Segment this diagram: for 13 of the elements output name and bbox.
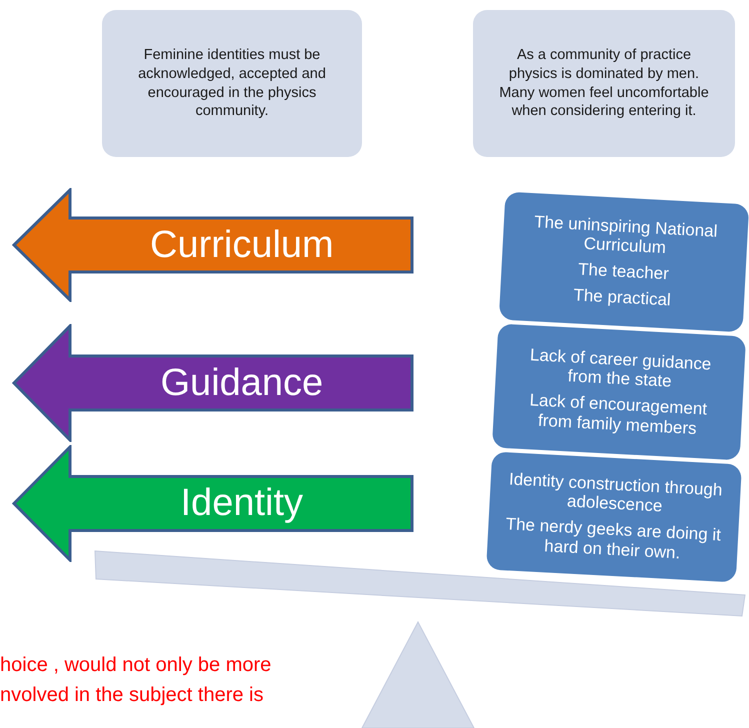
note-text: nvolved in the subject there is — [0, 684, 264, 707]
category-banner — [12, 188, 414, 302]
note-box: As a community of practice physics is dominated by men. Many women feel uncomfortable when considering entering it. — [473, 10, 735, 157]
arrow-label: Guidance — [160, 362, 324, 404]
arrow-label: Curriculum — [150, 224, 334, 266]
category-banner — [12, 324, 414, 442]
factor-text: The practical — [572, 284, 672, 312]
factor-text: The teacher — [576, 258, 670, 286]
note-text: hoice , would not only be more — [0, 654, 272, 677]
arrow-label: Identity — [180, 482, 304, 525]
factor-text: The uninspiring National Curriculum — [532, 211, 719, 260]
note-box: Feminine identities must be acknowledged, accepted and encouraged in the physics community. — [102, 10, 362, 157]
category-banner — [12, 445, 414, 562]
